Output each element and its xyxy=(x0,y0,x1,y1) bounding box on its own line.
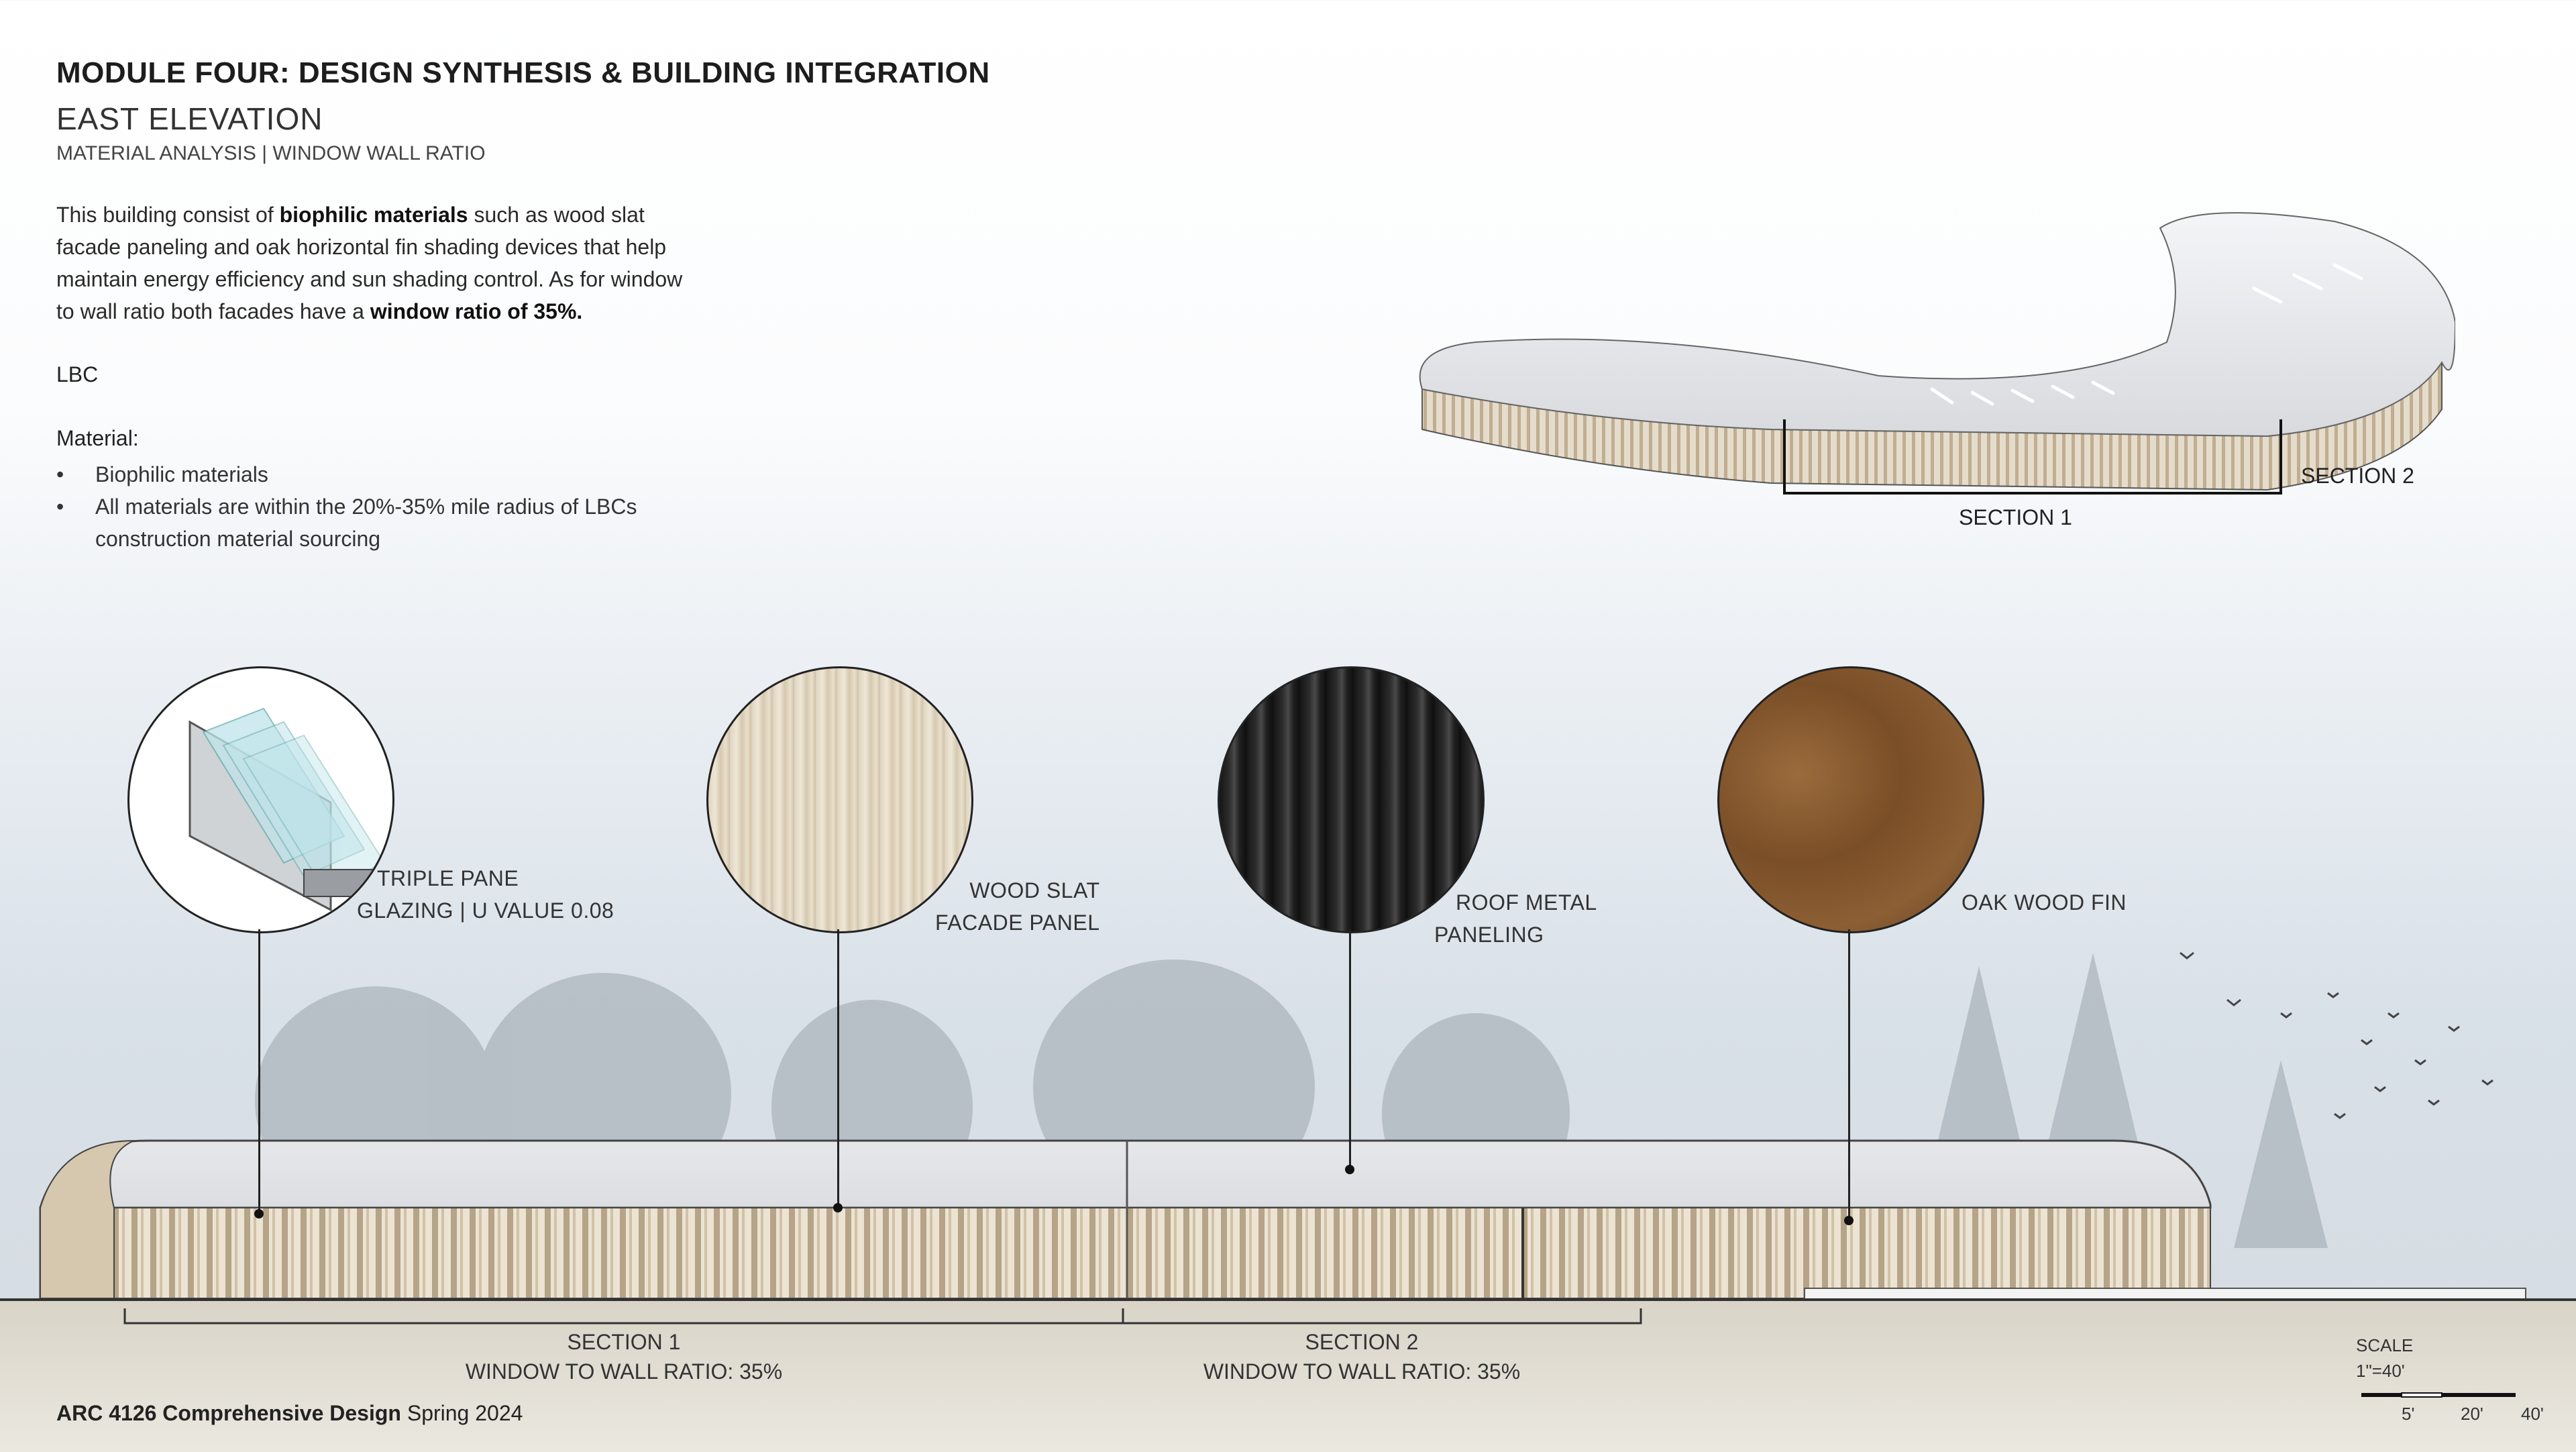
wood-slat-leader-line xyxy=(837,929,839,1208)
course-term: Spring 2024 xyxy=(400,1401,523,1425)
materials-list: Biophilic materials All materials are wi… xyxy=(56,458,660,555)
axon-section-2-label: SECTION 2 xyxy=(2301,464,2414,488)
materials-list-item: Biophilic materials xyxy=(56,458,660,490)
scale-bar xyxy=(2361,1392,2516,1398)
triple-pane-glazing-swatch xyxy=(127,666,394,933)
wood-slat-leader-dot xyxy=(833,1203,843,1212)
description-bold-2: window ratio of 35%. xyxy=(370,299,583,323)
roof-metal-label: ROOF METAL PANELING xyxy=(1434,886,1597,951)
axonometric-building-drawing: SECTION 1 SECTION 2 xyxy=(1419,212,2455,529)
roof-metal-paneling-swatch xyxy=(1218,666,1485,933)
glazing-label-line-1: TRIPLE PANE xyxy=(377,866,519,890)
description-text-1: This building consist of xyxy=(56,203,280,227)
scale-ratio: 1"=40' xyxy=(2356,1361,2405,1381)
glazing-leader-dot xyxy=(254,1209,264,1218)
east-elevation-drawing xyxy=(39,1139,2526,1302)
oak-fin-label: OAK WOOD FIN xyxy=(1962,890,2127,915)
glazing-label-line-2: GLAZING | U VALUE 0.08 xyxy=(357,898,614,923)
oak-fin-leader-line xyxy=(1848,929,1850,1221)
wood-slat-label-line-1: WOOD SLAT xyxy=(969,878,1100,902)
section-2-caption: SECTION 2 WINDOW TO WALL RATIO: 35% xyxy=(1127,1327,1597,1386)
glazing-leader-line xyxy=(258,929,260,1214)
roof-metal-label-line-1: ROOF METAL xyxy=(1456,890,1597,915)
section-2-ratio: WINDOW TO WALL RATIO: 35% xyxy=(1203,1359,1521,1384)
description-paragraph: This building consist of biophilic mater… xyxy=(56,199,700,327)
scale-title: SCALE xyxy=(2356,1335,2414,1355)
materials-heading: Material: xyxy=(56,426,139,450)
course-footer: ARC 4126 Comprehensive Design Spring 202… xyxy=(56,1401,523,1426)
description-bold-1: biophilic materials xyxy=(279,203,468,227)
scale-tick-5: 5' xyxy=(2402,1404,2415,1424)
glazing-label: TRIPLE PANE GLAZING | U VALUE 0.08 xyxy=(357,862,614,927)
window-frame-icon xyxy=(189,707,392,912)
roof-metal-leader-dot xyxy=(1345,1165,1354,1174)
roof-metal-label-line-2: PANELING xyxy=(1434,923,1544,947)
course-name: ARC 4126 Comprehensive Design xyxy=(56,1401,401,1425)
roof-metal-leader-line xyxy=(1349,929,1351,1168)
axon-section-1-label: SECTION 1 xyxy=(1959,505,2072,529)
wood-slat-label: WOOD SLAT FACADE PANEL xyxy=(935,874,1099,939)
wood-slat-facade-swatch xyxy=(706,666,973,933)
lbc-label: LBC xyxy=(56,362,99,386)
section-1-caption: SECTION 1 WINDOW TO WALL RATIO: 35% xyxy=(389,1327,859,1386)
oak-wood-fin-swatch xyxy=(1717,666,1984,933)
section-brackets xyxy=(123,1308,1642,1325)
oak-fin-leader-dot xyxy=(1844,1216,1854,1225)
scale-tick-40: 40' xyxy=(2521,1404,2544,1424)
materials-list-item: All materials are within the 20%-35% mil… xyxy=(56,490,660,555)
section-2-title: SECTION 2 xyxy=(1305,1330,1419,1354)
wood-slat-label-line-2: FACADE PANEL xyxy=(935,911,1100,935)
scale-tick-20: 20' xyxy=(2461,1404,2483,1424)
page-subtitle: EAST ELEVATION xyxy=(56,101,323,136)
description-text-2: such as wood slat facade paneling and oa… xyxy=(56,203,683,323)
section-1-ratio: WINDOW TO WALL RATIO: 35% xyxy=(465,1359,783,1384)
section-1-title: SECTION 1 xyxy=(567,1330,681,1354)
page-subline: MATERIAL ANALYSIS | WINDOW WALL RATIO xyxy=(56,142,486,164)
page-title: MODULE FOUR: DESIGN SYNTHESIS & BUILDING… xyxy=(56,56,990,89)
